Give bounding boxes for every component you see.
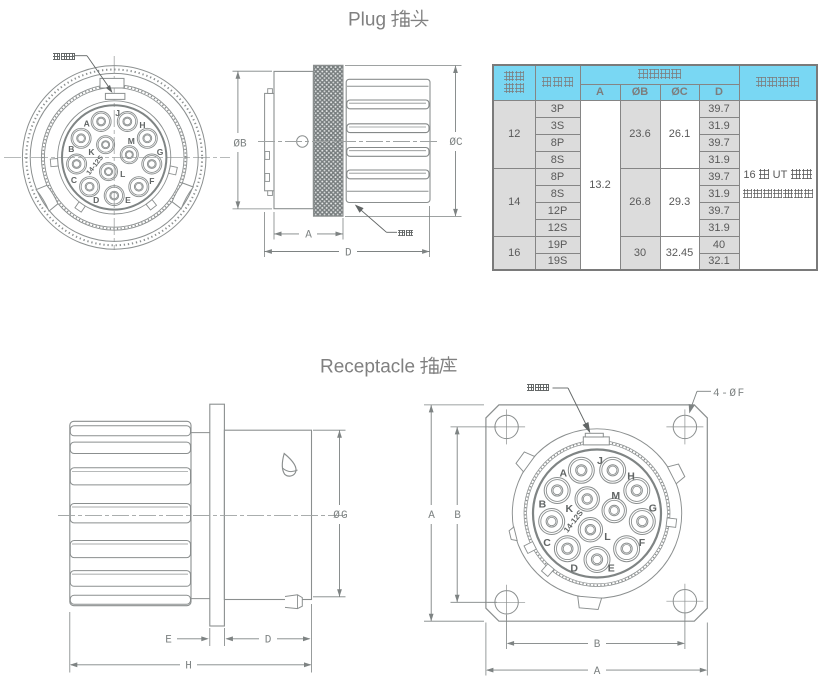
svg-text:ØG: ØG	[333, 510, 349, 522]
svg-text:D: D	[265, 635, 272, 647]
svg-text:ØB: ØB	[233, 138, 247, 150]
svg-text:J: J	[597, 455, 603, 467]
svg-text:H: H	[139, 120, 145, 130]
svg-text:E: E	[125, 195, 131, 205]
svg-text:H: H	[627, 470, 635, 482]
svg-text:L: L	[604, 531, 611, 543]
svg-text:B: B	[539, 498, 547, 510]
svg-text:C: C	[543, 537, 551, 549]
svg-text:E: E	[608, 563, 615, 575]
svg-text:D: D	[93, 195, 99, 205]
svg-text:B: B	[68, 144, 74, 154]
svg-text:D: D	[570, 563, 578, 575]
svg-text:A: A	[305, 230, 312, 242]
svg-text:J: J	[115, 108, 120, 118]
svg-text:D: D	[345, 247, 352, 259]
svg-text:H: H	[185, 661, 192, 673]
svg-text:F: F	[149, 176, 154, 186]
svg-text:ØC: ØC	[449, 137, 463, 149]
svg-text:A: A	[428, 510, 435, 522]
svg-text:C: C	[71, 175, 77, 185]
svg-text:A: A	[84, 118, 90, 128]
svg-text:A: A	[594, 666, 601, 678]
svg-text:L: L	[120, 169, 125, 179]
svg-text:K: K	[566, 503, 574, 515]
svg-text:M: M	[611, 490, 620, 502]
svg-text:4-ØF: 4-ØF	[713, 388, 746, 400]
svg-text:K: K	[88, 147, 95, 157]
svg-text:G: G	[157, 147, 164, 157]
svg-text:A: A	[560, 468, 568, 480]
svg-text:G: G	[649, 502, 657, 514]
svg-text:B: B	[594, 639, 601, 651]
svg-text:M: M	[128, 136, 135, 146]
svg-text:B: B	[454, 510, 461, 522]
svg-text:E: E	[165, 635, 172, 647]
svg-text:F: F	[639, 537, 646, 549]
